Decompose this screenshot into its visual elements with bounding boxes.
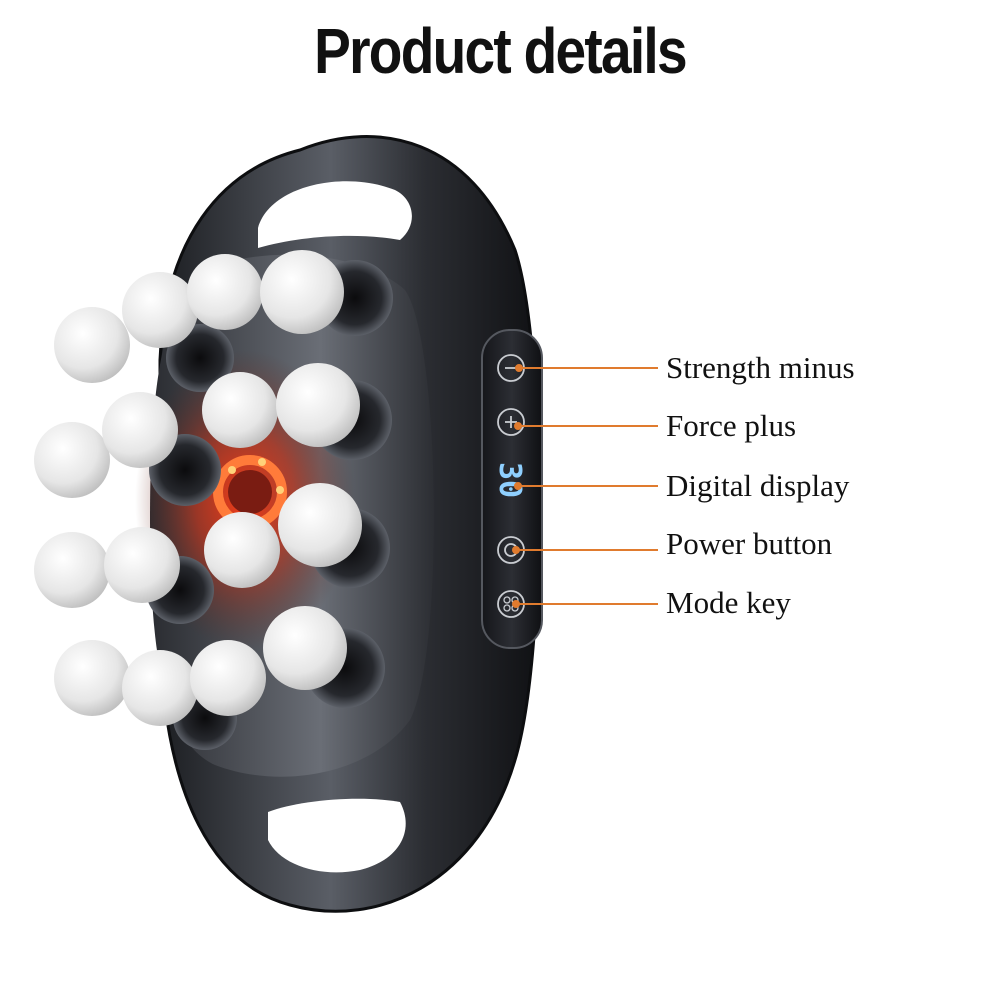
massage-ball [54, 640, 130, 716]
massage-ball [54, 307, 130, 383]
massage-ball [260, 250, 344, 334]
massage-ball [122, 650, 198, 726]
massage-ball [102, 392, 178, 468]
ball-sockets [146, 260, 393, 750]
massage-ball [190, 640, 266, 716]
bottom-handle-hole [268, 798, 406, 873]
mode-key-label: Mode key [666, 585, 791, 620]
force-plus-button[interactable] [497, 408, 525, 436]
page-title: Product details [314, 15, 688, 87]
massage-ball [34, 422, 110, 498]
power-button-label: Power button [666, 526, 833, 561]
top-handle-hole [258, 181, 412, 248]
digital-display: 30 [492, 462, 527, 498]
force-plus-label: Force plus [666, 408, 797, 443]
massage-ball [263, 606, 347, 690]
leader-lines [512, 364, 658, 608]
digital-display-label: Digital display [666, 468, 850, 503]
massage-ball [122, 272, 198, 348]
massage-ball [202, 372, 278, 448]
strength-minus-label: Strength minus [666, 350, 855, 385]
massage-ball [278, 483, 362, 567]
massage-balls [34, 250, 362, 726]
control-panel: 30 [481, 329, 543, 649]
massage-ball [187, 254, 263, 330]
massage-ball [104, 527, 180, 603]
massage-ball [204, 512, 280, 588]
massage-ball [276, 363, 360, 447]
massage-ball [34, 532, 110, 608]
plus-icon [505, 416, 517, 428]
